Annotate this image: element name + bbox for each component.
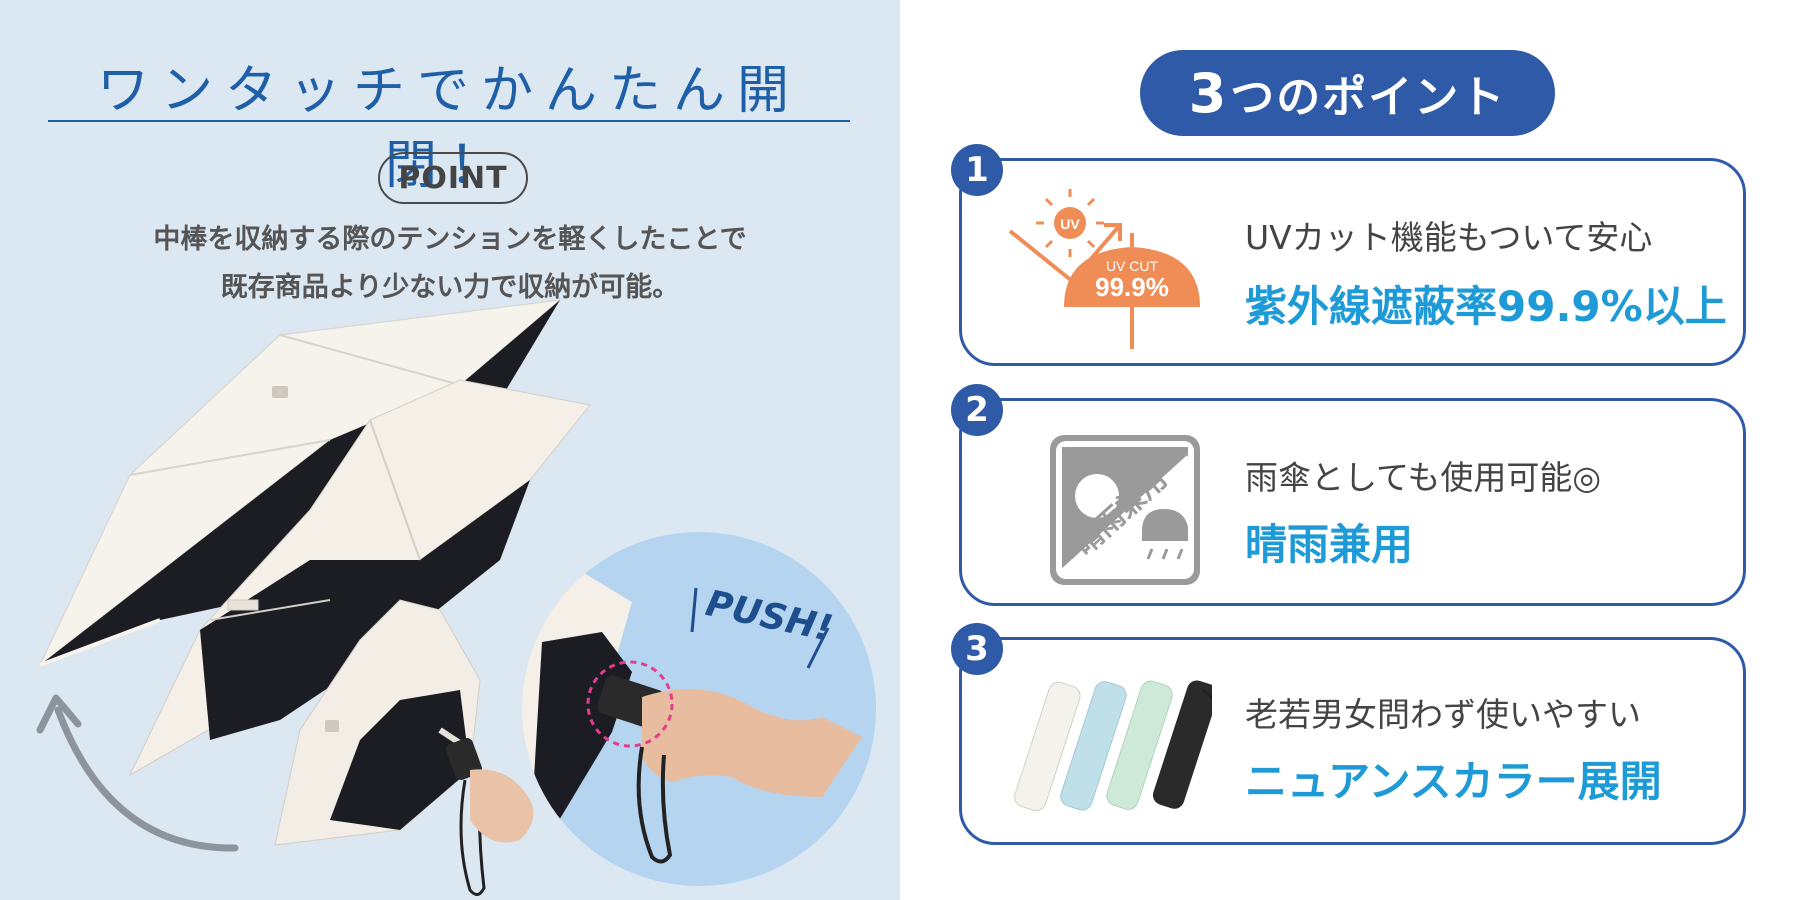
point-card-2: 晴雨兼用 雨傘としても使用可能◎ 晴雨兼用: [959, 398, 1746, 606]
push-closeup-circle: [522, 532, 876, 886]
push-accent-lines: [690, 587, 830, 669]
title-number: 3: [1188, 61, 1229, 125]
uv-badge-text: UV: [1060, 216, 1080, 232]
headline-underline: [48, 120, 850, 122]
point-number-2: 2: [951, 384, 1003, 436]
uv-cut-caption: UV CUT: [1106, 258, 1159, 274]
uv-cut-value: 99.9%: [1095, 272, 1169, 302]
point-2-subtitle: 雨傘としても使用可能◎: [1245, 458, 1602, 497]
point-card-1: UV UV CUT 99.9% UVカット機能もついて安心 紫外線遮蔽率99.9…: [959, 158, 1746, 366]
push-closeup-image: [522, 572, 862, 864]
headline: ワンタッチでかんたん開閉！: [96, 61, 801, 196]
point-1-headline: 紫外線遮蔽率99.9%以上: [1245, 282, 1727, 331]
uv-cut-icon: UV UV CUT 99.9%: [1008, 189, 1200, 349]
nearly-closed-umbrella-image: [274, 599, 534, 896]
description-line-2: 既存商品より少ない力で収納が可能。: [220, 272, 680, 303]
point-number-1: 1: [951, 144, 1003, 196]
point-number-3: 3: [951, 623, 1003, 675]
point-badge: POINT: [378, 152, 528, 204]
description: 中棒を収納する際のテンションを軽くしたことで 既存商品より少ない力で収納が可能。: [60, 216, 840, 312]
point-3-subtitle: 老若男女問わず使いやすい: [1245, 695, 1641, 734]
sun-rain-icon: 晴雨兼用: [1050, 435, 1200, 585]
point-card-3: 老若男女問わず使いやすい ニュアンスカラー展開: [959, 637, 1746, 845]
point-2-headline: 晴雨兼用: [1245, 520, 1414, 569]
half-closed-umbrella-image: [128, 379, 591, 777]
point-3-headline: ニュアンスカラー展開: [1245, 757, 1662, 806]
open-umbrella-image: [39, 300, 561, 667]
description-line-1: 中棒を収納する際のテンションを軽くしたことで: [153, 224, 747, 255]
folded-umbrellas-image: [1014, 680, 1212, 812]
rotation-arrow: [54, 706, 239, 852]
umbrella-sequence-illustration: [36, 300, 591, 896]
point-1-subtitle: UVカット機能もついて安心: [1245, 218, 1653, 257]
title-text: つのポイント: [1230, 72, 1507, 123]
left-panel: ワンタッチでかんたん開閉！ POINT 中棒を収納する際のテンションを軽くしたこ…: [0, 0, 900, 900]
